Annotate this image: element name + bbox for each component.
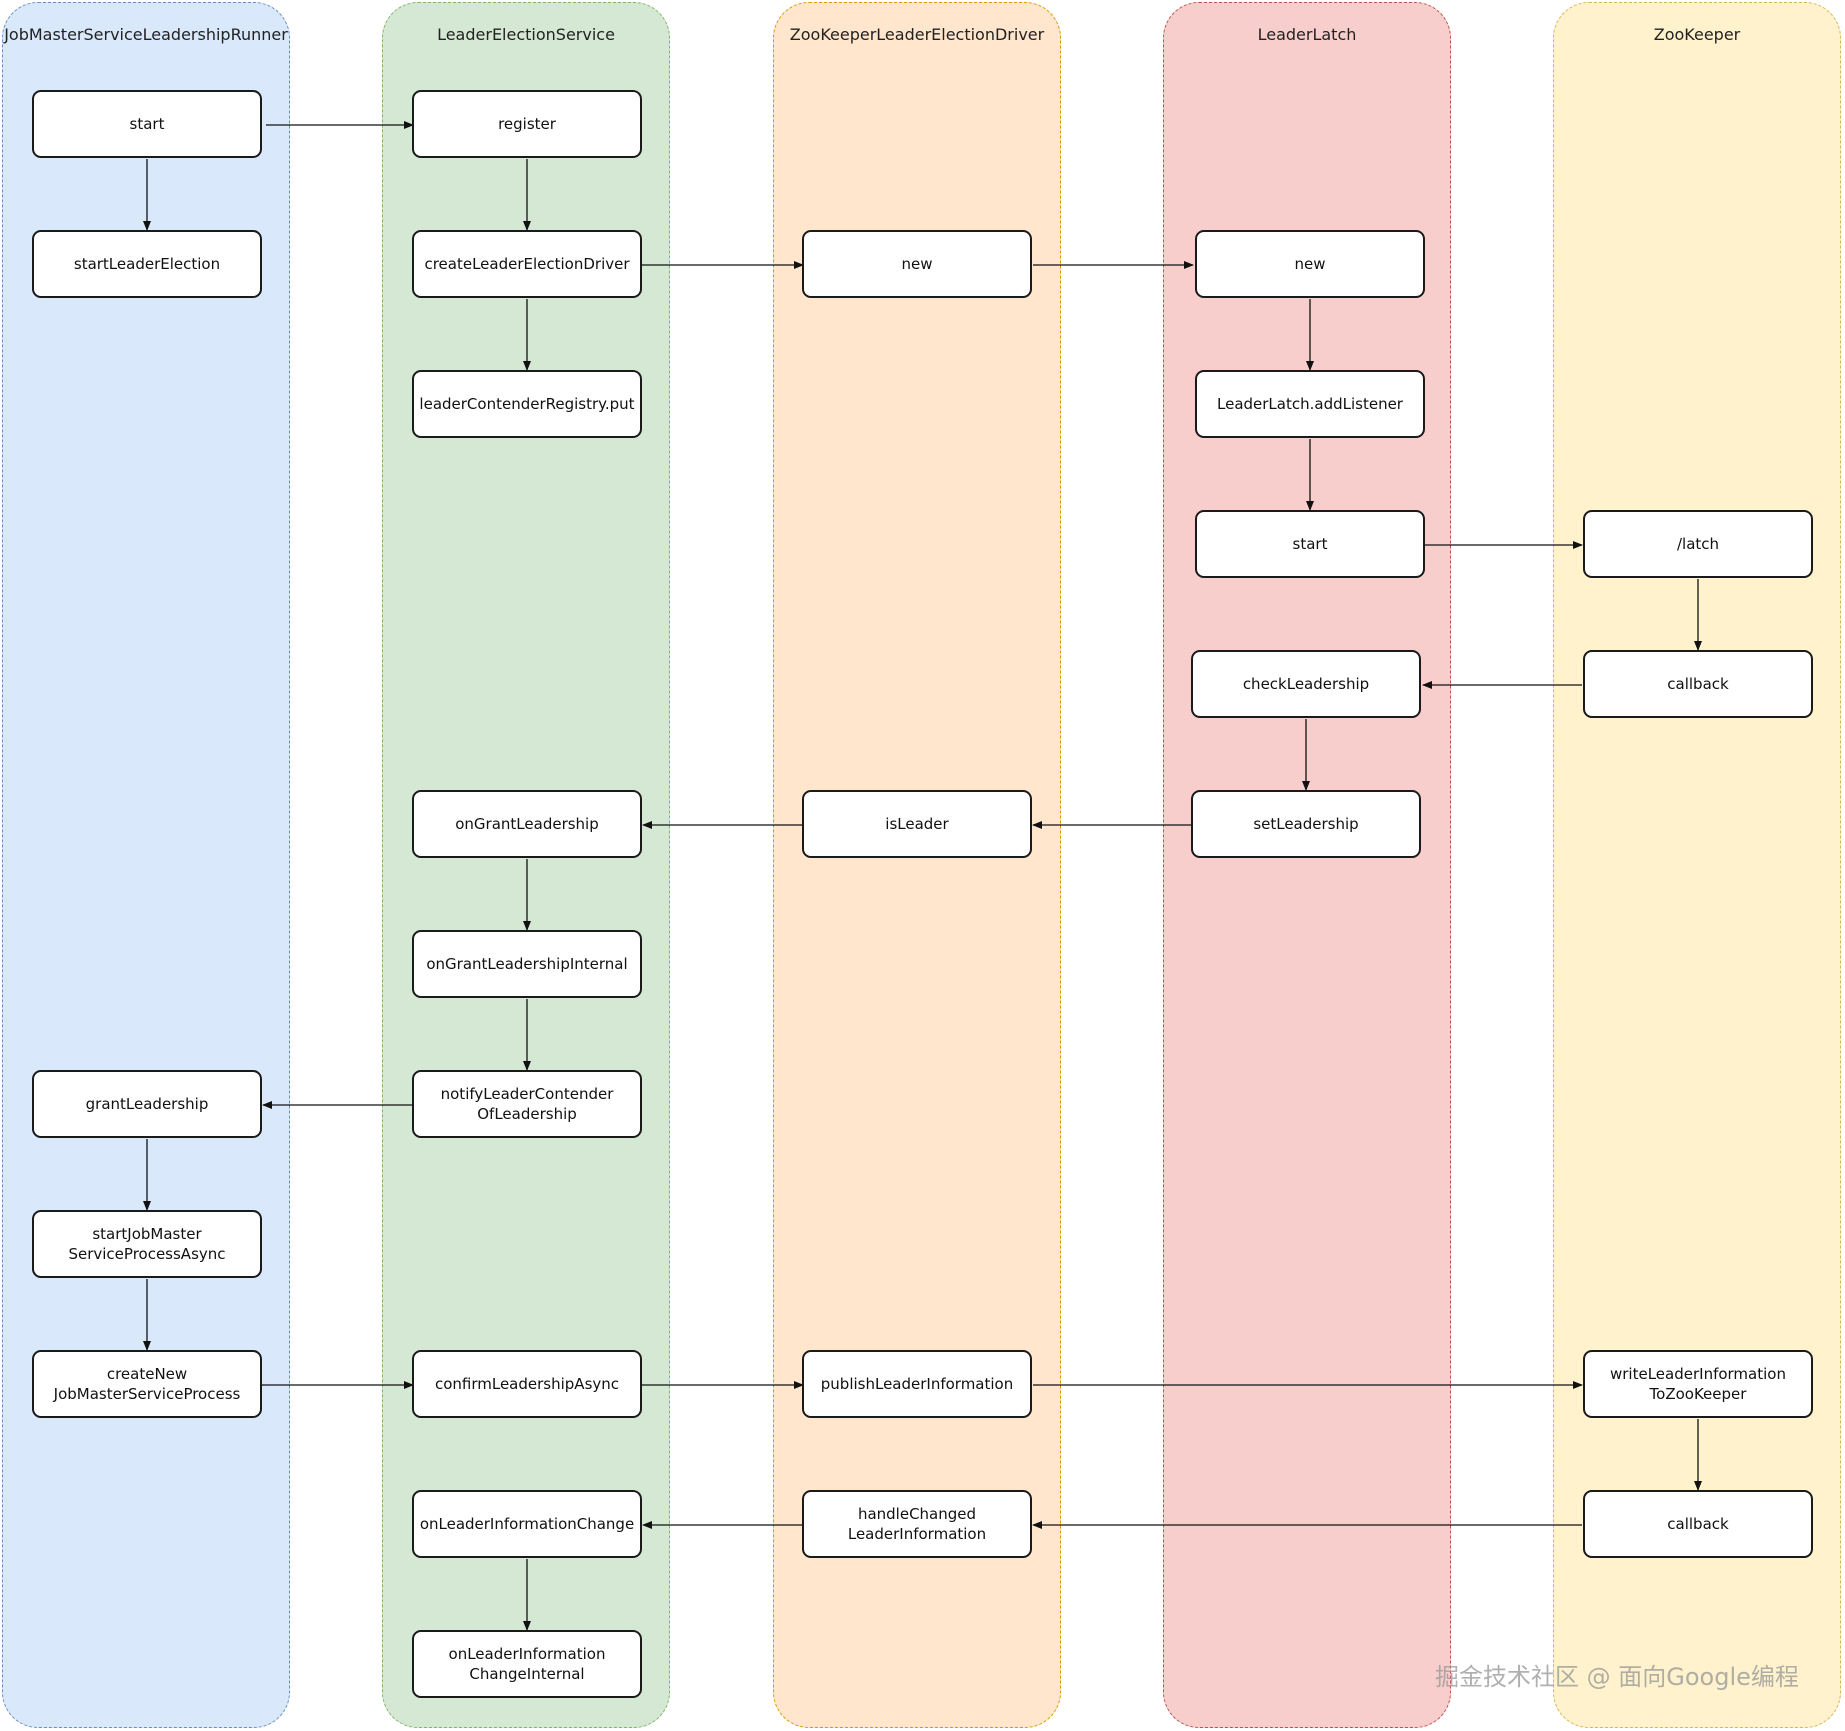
node-runner-start[interactable]: start bbox=[32, 90, 262, 158]
node-zk-latch[interactable]: /latch bbox=[1583, 510, 1813, 578]
node-latch-start[interactable]: start bbox=[1195, 510, 1425, 578]
node-on-grant-leadership-internal[interactable]: onGrantLeadershipInternal bbox=[412, 930, 642, 998]
node-grant-leadership[interactable]: grantLeadership bbox=[32, 1070, 262, 1138]
node-check-leadership[interactable]: checkLeadership bbox=[1191, 650, 1421, 718]
node-zk-callback-2[interactable]: callback bbox=[1583, 1490, 1813, 1558]
node-zk-callback[interactable]: callback bbox=[1583, 650, 1813, 718]
node-start-leader-election[interactable]: startLeaderElection bbox=[32, 230, 262, 298]
node-driver-new[interactable]: new bbox=[802, 230, 1032, 298]
node-handle-changed-leader-information[interactable]: handleChanged LeaderInformation bbox=[802, 1490, 1032, 1558]
node-latch-new[interactable]: new bbox=[1195, 230, 1425, 298]
node-start-jobmaster-service-process-async[interactable]: startJobMaster ServiceProcessAsync bbox=[32, 1210, 262, 1278]
lane-zookeeper: ZooKeeper bbox=[1553, 2, 1841, 1728]
node-notify-leader-contender-of-leadership[interactable]: notifyLeaderContender OfLeadership bbox=[412, 1070, 642, 1138]
node-write-leader-information-to-zookeeper[interactable]: writeLeaderInformation ToZooKeeper bbox=[1583, 1350, 1813, 1418]
node-on-leader-information-change-internal[interactable]: onLeaderInformation ChangeInternal bbox=[412, 1630, 642, 1698]
node-on-leader-information-change[interactable]: onLeaderInformationChange bbox=[412, 1490, 642, 1558]
node-is-leader[interactable]: isLeader bbox=[802, 790, 1032, 858]
lane-title: JobMasterServiceLeadershipRunner bbox=[4, 25, 288, 44]
node-set-leadership[interactable]: setLeadership bbox=[1191, 790, 1421, 858]
lane-title: ZooKeeperLeaderElectionDriver bbox=[789, 25, 1045, 44]
node-confirm-leadership-async[interactable]: confirmLeadershipAsync bbox=[412, 1350, 642, 1418]
node-register[interactable]: register bbox=[412, 90, 642, 158]
lane-title: ZooKeeper bbox=[1653, 25, 1741, 44]
node-leader-latch-add-listener[interactable]: LeaderLatch.addListener bbox=[1195, 370, 1425, 438]
node-leader-contender-registry-put[interactable]: leaderContenderRegistry.put bbox=[412, 370, 642, 438]
node-publish-leader-information[interactable]: publishLeaderInformation bbox=[802, 1350, 1032, 1418]
node-create-leader-election-driver[interactable]: createLeaderElectionDriver bbox=[412, 230, 642, 298]
lane-title: LeaderLatch bbox=[1257, 25, 1357, 44]
watermark-text: 掘金技术社区 @ 面向Google编程 bbox=[1435, 1663, 1799, 1691]
node-create-new-jobmaster-service-process[interactable]: createNew JobMasterServiceProcess bbox=[32, 1350, 262, 1418]
node-on-grant-leadership[interactable]: onGrantLeadership bbox=[412, 790, 642, 858]
lane-title: LeaderElectionService bbox=[437, 25, 615, 44]
